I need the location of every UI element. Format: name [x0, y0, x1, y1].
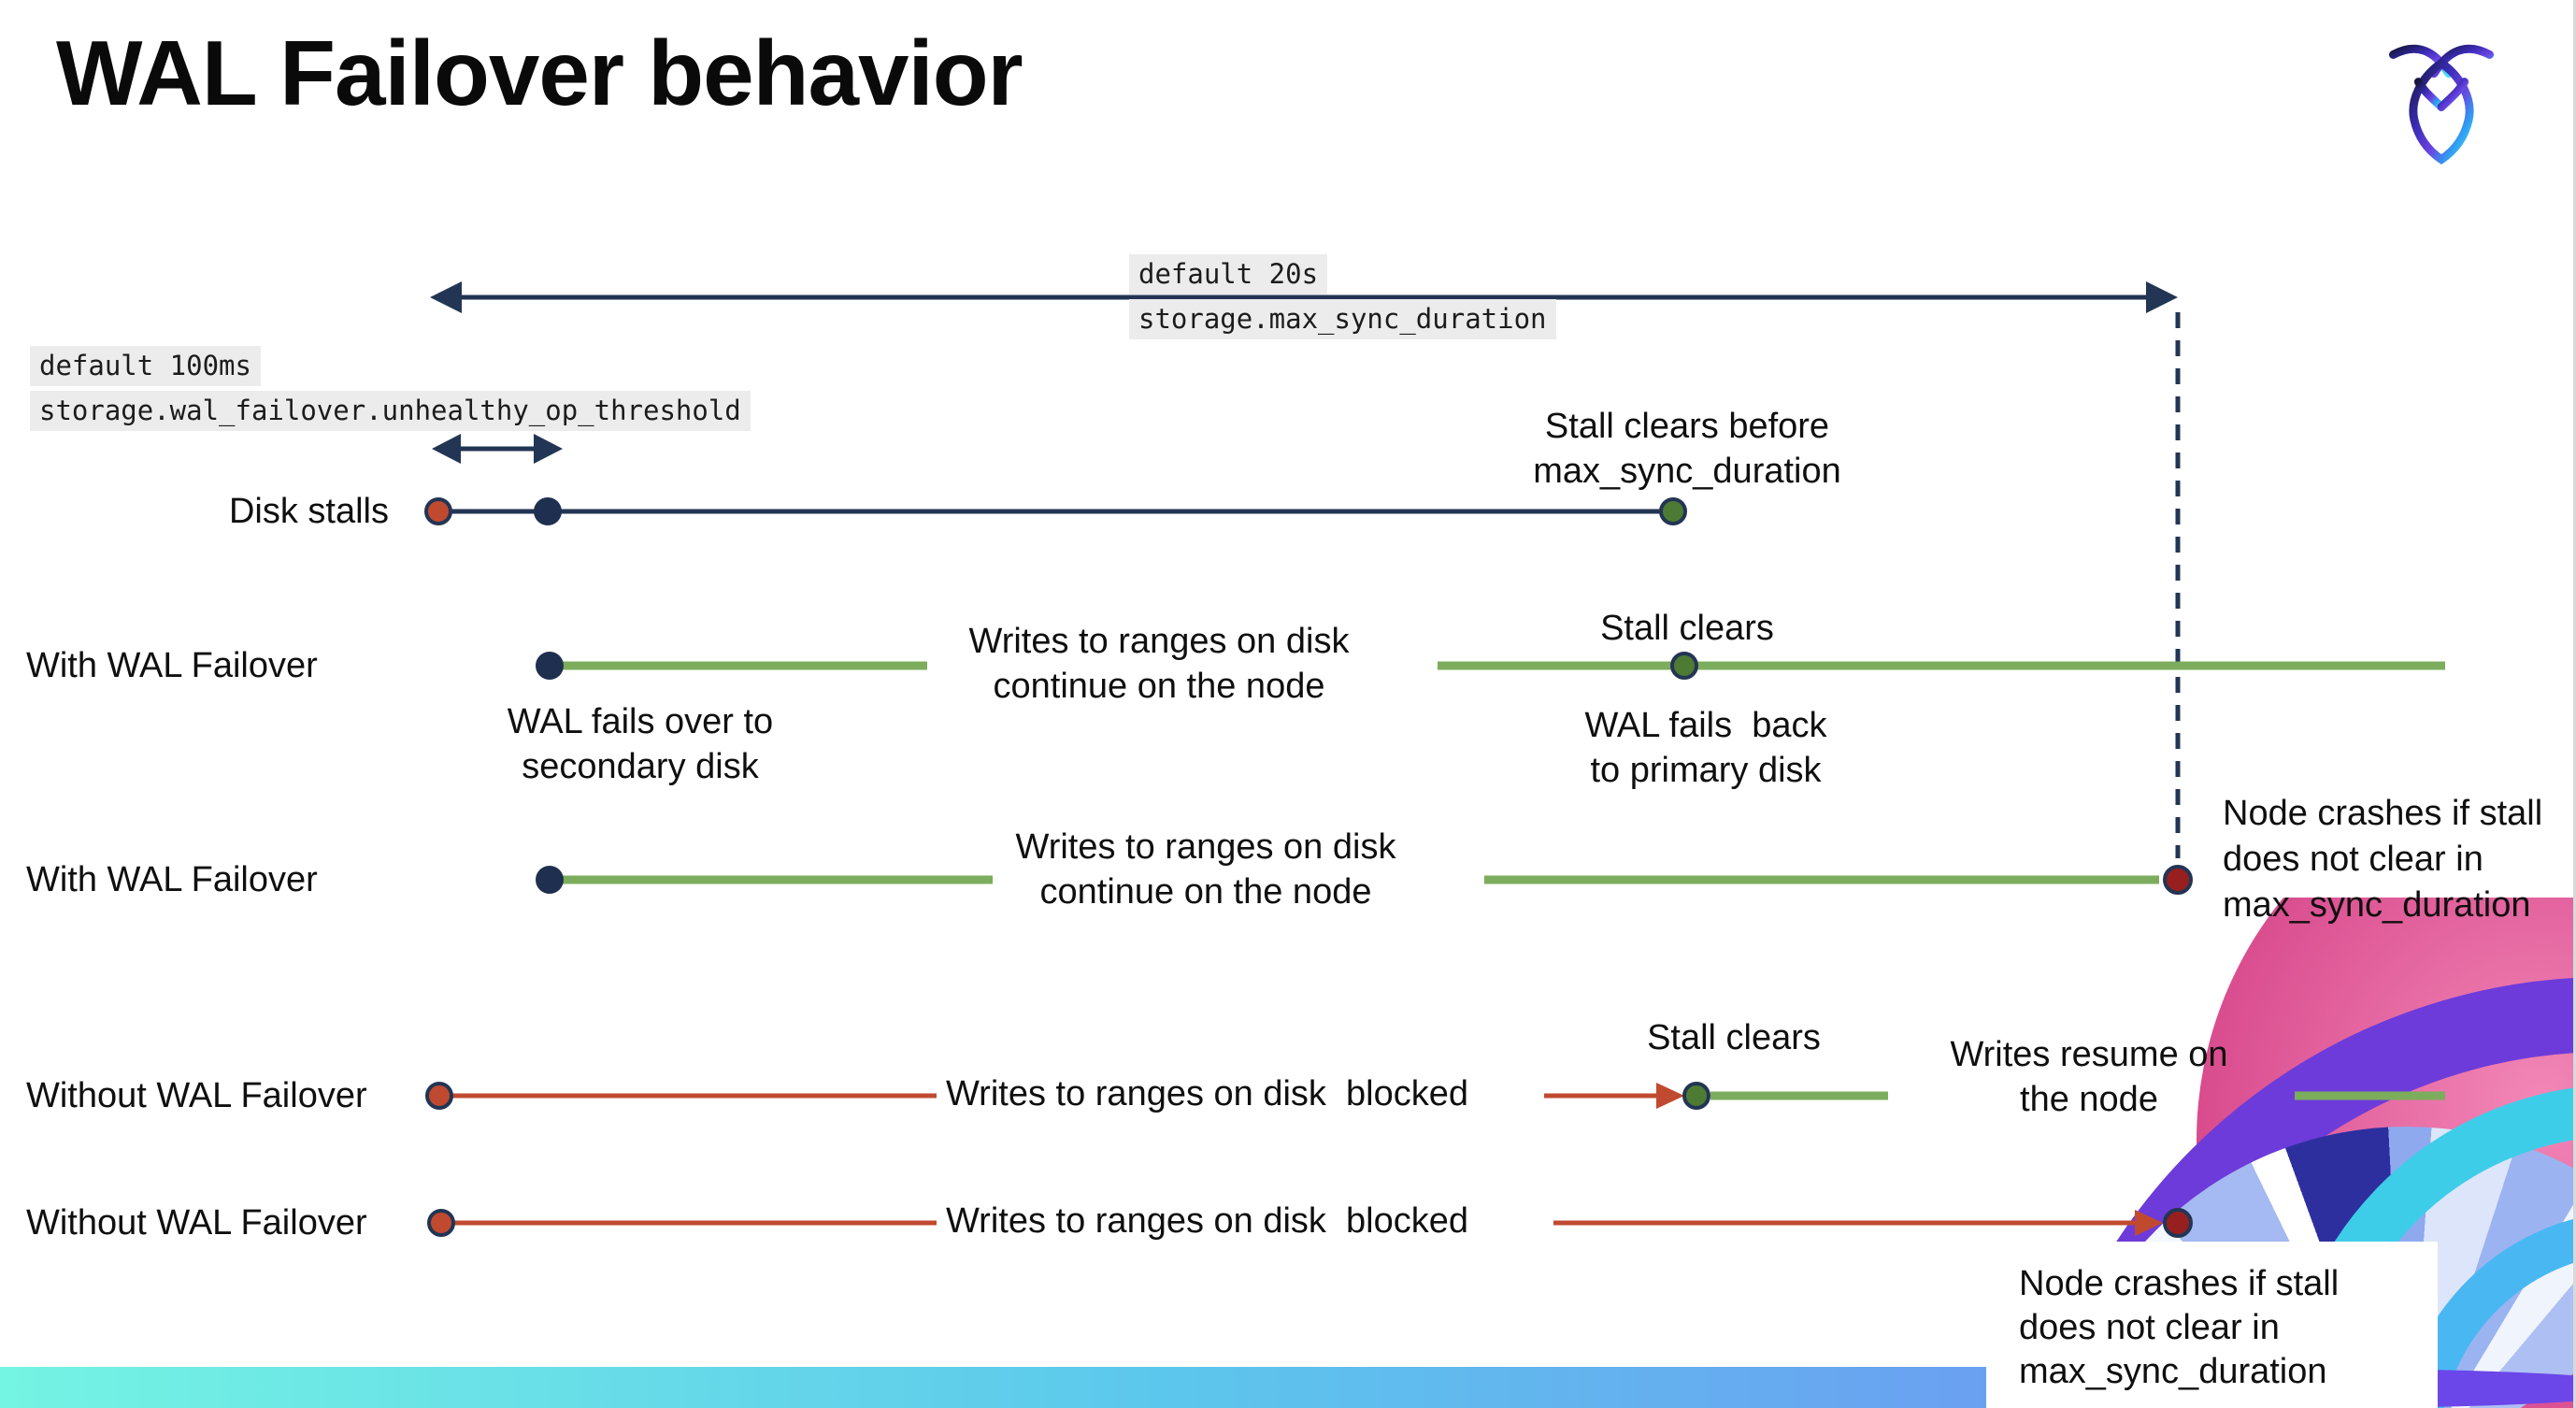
- fails-back-dot: [1670, 652, 1698, 680]
- max-sync-setting-label: storage.max_sync_duration: [1129, 299, 1556, 339]
- timeline-with-wal-failover-2: [536, 865, 2193, 895]
- timeline-with-wal-failover-1: [536, 652, 2445, 680]
- wal-fails-back-text: WAL fails back to primary disk: [1584, 706, 1827, 790]
- writes-blocked-text-1: Writes to ranges on disk blocked: [946, 1074, 1469, 1113]
- row-label-without-wal-1: Without WAL Failover: [26, 1076, 367, 1115]
- row-label-disk-stalls: Disk stalls: [228, 492, 389, 531]
- threshold-default-label: default 100ms: [30, 346, 261, 386]
- writes-blocked-text-2: Writes to ranges on disk blocked: [946, 1201, 1469, 1241]
- cockroachdb-logo-icon: [2389, 44, 2494, 165]
- stall-start-dot-2: [427, 1209, 455, 1237]
- writes-resume-text: Writes resume on the node: [1950, 1035, 2228, 1119]
- row-label-with-wal-1: With WAL Failover: [26, 646, 318, 685]
- writes-continue-text-2: Writes to ranges on disk continue on the…: [1015, 827, 1396, 912]
- node-crash-dot-2: [2163, 1208, 2193, 1238]
- node-crash-dot-1: [2163, 865, 2193, 895]
- node-crashes-text-2: Node crashes if stall does not clear in …: [2019, 1264, 2340, 1391]
- page-title: WAL Failover behavior: [56, 22, 1023, 124]
- node-crashes-callout: Node crashes if stall does not clear in …: [1986, 1242, 2438, 1408]
- max-sync-duration-arrow: [430, 281, 2178, 313]
- failover-dot: [536, 652, 564, 680]
- threshold-dot: [534, 497, 562, 525]
- unhealthy-op-threshold-arrow: [432, 434, 563, 464]
- timeline-without-wal-failover-1: [425, 1082, 2445, 1110]
- node-crashes-text-1: Node crashes if stall does not clear in …: [2223, 794, 2543, 925]
- disk-stall-start-dot: [424, 497, 452, 525]
- row-label-with-wal-2: With WAL Failover: [26, 860, 318, 899]
- wal-fails-over-text: WAL fails over to secondary disk: [507, 702, 774, 786]
- stall-clears-dot-2: [1682, 1082, 1710, 1110]
- writes-continue-text-1: Writes to ranges on disk continue on the…: [968, 622, 1350, 706]
- stall-clears-text-1: Stall clears: [1600, 609, 1774, 648]
- timeline-without-wal-failover-2: [427, 1208, 2193, 1238]
- stall-clears-before-text: Stall clears before max_sync_duration: [1533, 407, 1841, 491]
- max-sync-default-label: default 20s: [1129, 254, 1328, 295]
- timeline-disk-stalls: [424, 497, 1687, 525]
- stall-clears-text-2: Stall clears: [1647, 1018, 1821, 1057]
- row-label-without-wal-2: Without WAL Failover: [26, 1203, 367, 1243]
- stall-clears-dot: [1659, 497, 1687, 525]
- stall-start-dot-1: [425, 1082, 453, 1110]
- failover-dot-2: [536, 866, 564, 894]
- threshold-setting-label: storage.wal_failover.unhealthy_op_thresh…: [30, 391, 751, 431]
